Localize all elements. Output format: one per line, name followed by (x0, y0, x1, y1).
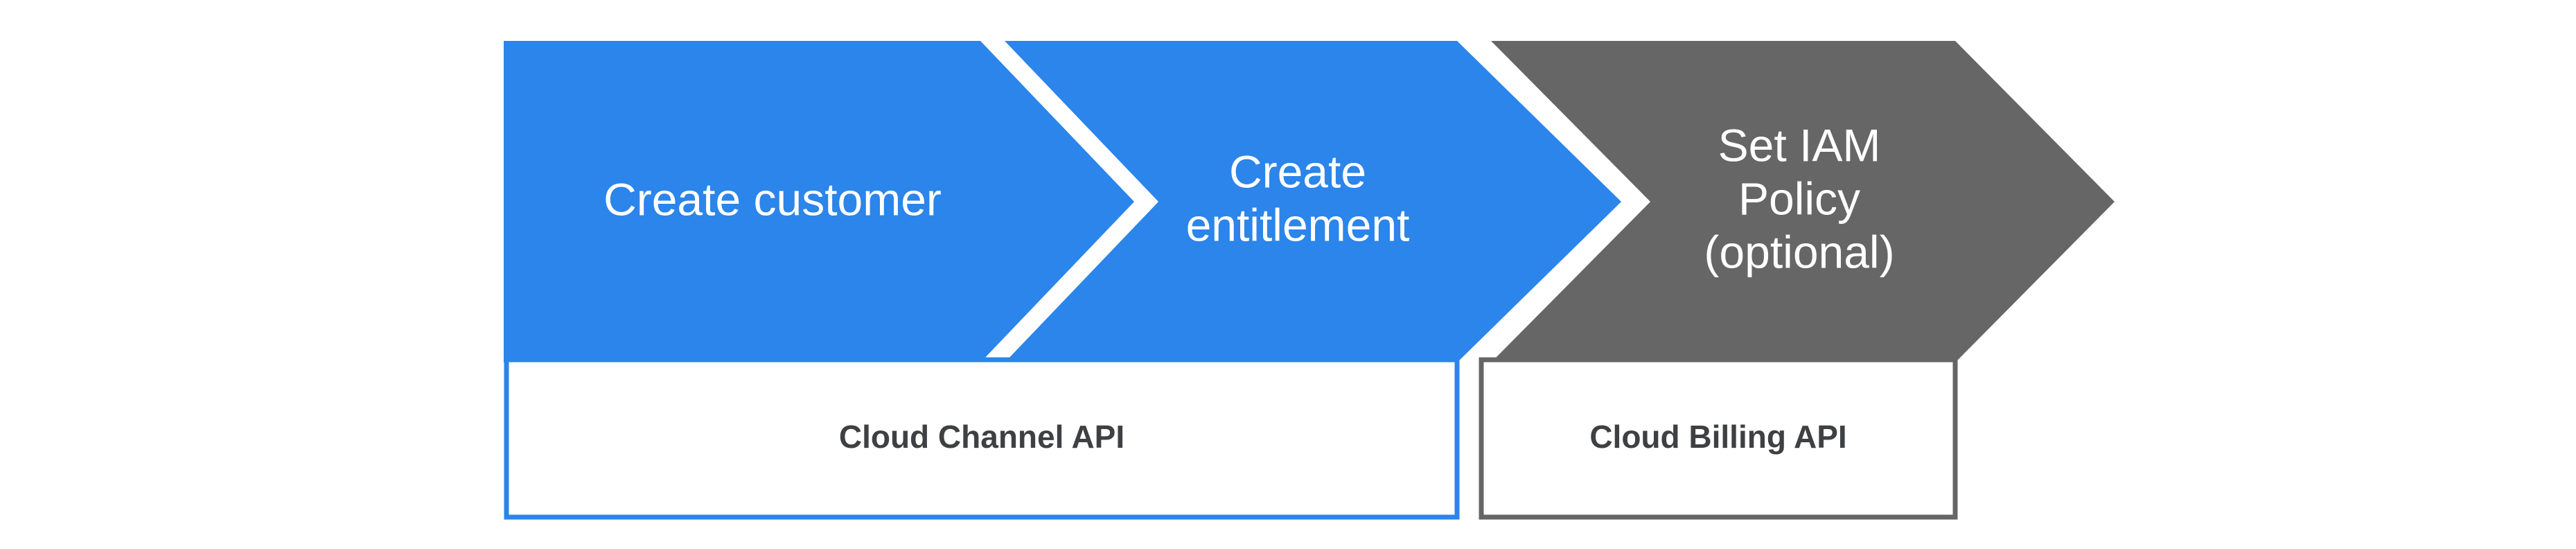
step-label-create-entitlement-line1: Create (1229, 146, 1366, 197)
api-group-label-cloud-channel-api: Cloud Channel API (839, 419, 1124, 455)
api-group-box-cloud-billing-api[interactable] (1479, 357, 1958, 520)
chevron-set-iam-policy[interactable] (1491, 41, 2115, 363)
step-label-create-entitlement-line2: entitlement (1186, 199, 1410, 250)
api-group-label-cloud-billing-api: Cloud Billing API (1589, 419, 1846, 455)
step-label-create-customer: Create customer (603, 173, 942, 225)
chevron-create-entitlement[interactable] (1005, 41, 1621, 363)
chevron-create-customer[interactable] (504, 41, 1134, 363)
api-group-box-cloud-channel-api[interactable] (504, 357, 1460, 520)
step-label-set-iam-policy-line2: Policy (1738, 173, 1860, 224)
step-label-set-iam-policy-line1: Set IAM (1718, 119, 1881, 171)
step-label-set-iam-policy-line3: (optional) (1704, 226, 1894, 277)
